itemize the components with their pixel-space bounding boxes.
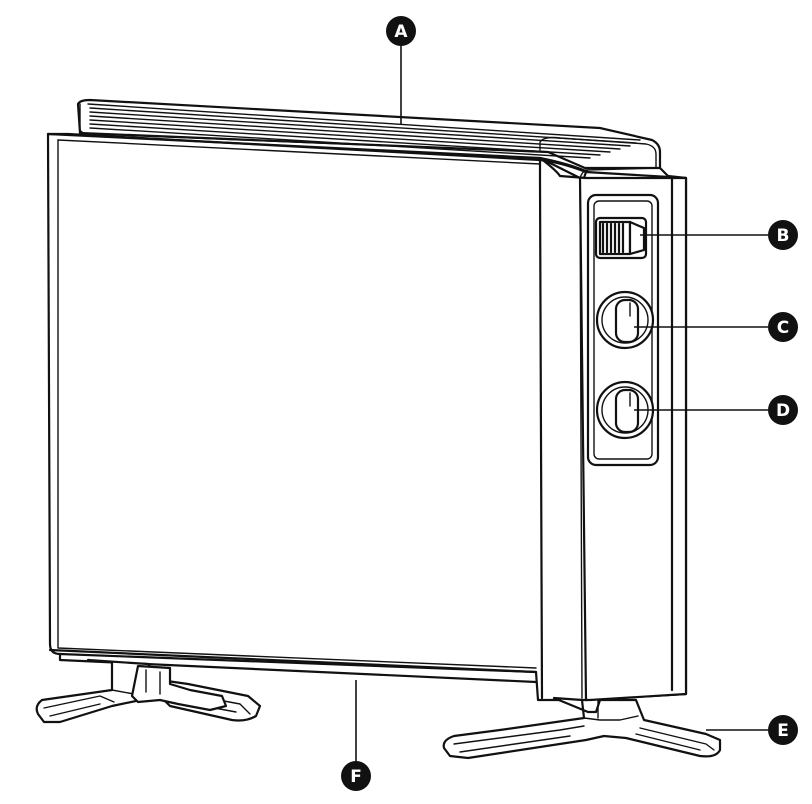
callout-a-label: A	[394, 22, 408, 42]
callout-f-label: F	[350, 767, 362, 787]
thermostat-knob[interactable]	[595, 380, 655, 440]
callout-e: E	[768, 715, 798, 745]
right-foot	[442, 696, 722, 760]
grille-slots	[87, 103, 641, 159]
callout-c: C	[768, 312, 798, 342]
power-switch[interactable]	[594, 216, 648, 260]
callout-a: A	[386, 16, 416, 46]
callout-b: B	[768, 220, 798, 250]
left-feet	[35, 658, 262, 724]
callout-e-label: E	[777, 721, 789, 741]
callout-c-label: C	[777, 318, 789, 338]
leader-lines	[355, 42, 768, 762]
callout-f: F	[341, 761, 371, 791]
callout-d: D	[768, 395, 798, 425]
power-selector-knob[interactable]	[595, 290, 655, 350]
callout-d-label: D	[776, 401, 790, 421]
top-grille-housing	[76, 98, 662, 170]
callout-b-label: B	[777, 226, 790, 246]
